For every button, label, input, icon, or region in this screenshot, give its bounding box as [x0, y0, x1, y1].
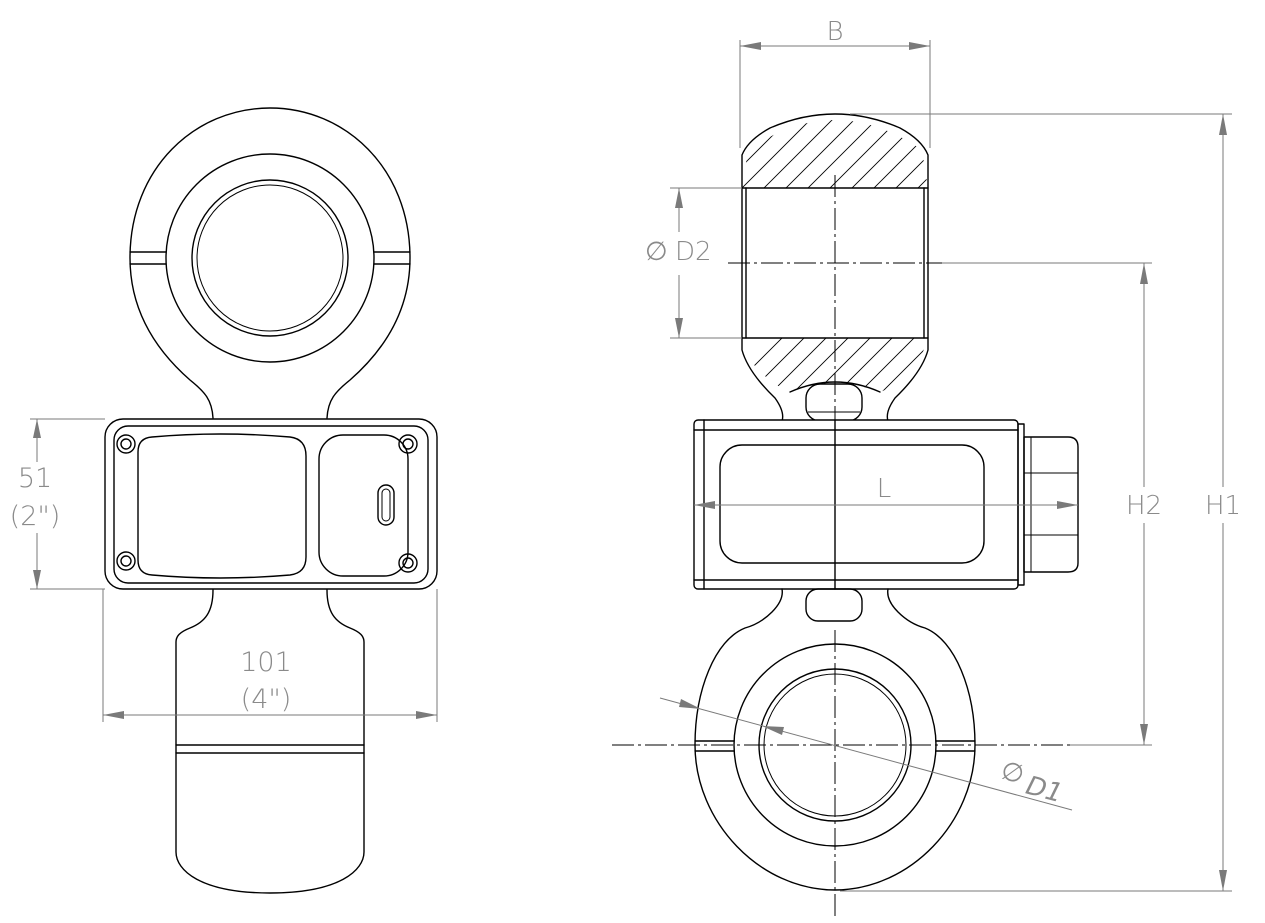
height-dimension-imperial: (2") — [10, 501, 61, 532]
front-load-cell-body — [104, 418, 438, 590]
front-view: 51 (2") 101 (4") — [10, 107, 438, 894]
width-dimension-value: 101 — [240, 647, 292, 678]
height-dimension-value: 51 — [18, 463, 52, 494]
corner-screw-top-left — [116, 434, 136, 454]
front-bottom-eye — [175, 589, 365, 894]
dimension-width-101: 101 (4") — [102, 589, 438, 722]
corner-screw-bottom-right — [398, 553, 418, 573]
dimension-height-51: 51 (2") — [10, 418, 105, 590]
width-dimension-imperial: (4") — [241, 684, 292, 715]
connector-housing — [1023, 436, 1079, 573]
front-top-eye — [129, 107, 411, 419]
dimension-h2: H2 — [942, 262, 1162, 746]
d2-label: D2 — [675, 237, 712, 267]
h2-label: H2 — [1126, 491, 1162, 521]
corner-screw-top-right — [398, 434, 418, 454]
dimension-d1: ∅ D1 — [659, 697, 1073, 811]
led-window — [377, 484, 395, 526]
dimension-d2: ∅ D2 — [645, 187, 742, 339]
dimension-b: B — [739, 17, 931, 148]
h1-label: H1 — [1205, 491, 1241, 521]
centerlines — [612, 175, 1070, 920]
hatch-top — [742, 120, 928, 188]
hatch-bottom — [742, 338, 928, 392]
d1-label: D1 — [1023, 771, 1066, 809]
l-label: L — [877, 474, 892, 504]
b-label: B — [826, 17, 843, 47]
side-top-eye-section — [741, 113, 929, 422]
d1-diameter-symbol: ∅ — [998, 756, 1028, 791]
dimension-h1: H1 — [840, 113, 1241, 892]
d2-diameter-symbol: ∅ — [645, 237, 668, 267]
dimension-l: L — [694, 474, 1078, 509]
corner-screw-bottom-left — [116, 551, 136, 571]
side-view: B ∅ D2 L H2 — [612, 17, 1241, 920]
